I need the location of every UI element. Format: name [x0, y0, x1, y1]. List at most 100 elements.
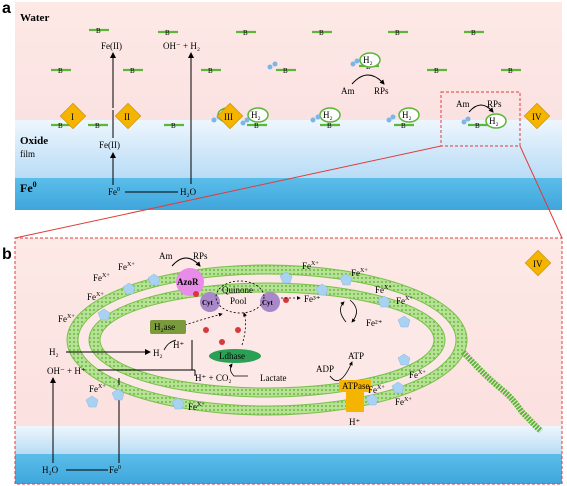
- cyt-right-label: Cyt: [262, 299, 274, 307]
- oh-h-label: OH⁻ + H⁺: [47, 366, 86, 376]
- rps-label-a: RPs: [374, 86, 389, 96]
- am-rps-arrow-a2: [468, 104, 494, 113]
- diamond-iv-b: IV: [524, 249, 552, 277]
- lactate-arrow: [228, 363, 248, 377]
- fe2-label: Fe²⁺: [366, 318, 383, 328]
- fe2-oxide-label: Fe(II): [99, 140, 120, 150]
- svg-text:H₂: H₂: [323, 110, 333, 120]
- svg-text:B: B: [434, 67, 439, 75]
- svg-text:FeX+: FeX+: [396, 296, 413, 306]
- ldhase-label: Ldhase: [219, 351, 245, 361]
- electrons: [193, 291, 289, 345]
- h-plus-label: H⁺: [173, 340, 184, 350]
- panel-b-letter: b: [2, 246, 12, 263]
- lactate-label: Lactate: [260, 373, 286, 383]
- svg-text:B: B: [327, 122, 332, 130]
- fe2-water-label: Fe(II): [101, 41, 122, 51]
- azor-label: AzoR: [177, 277, 199, 287]
- fe0-bottom-label: Fe0: [108, 187, 120, 197]
- svg-text:B: B: [171, 122, 176, 130]
- svg-text:B: B: [208, 67, 213, 75]
- azor-enzyme: [176, 268, 204, 296]
- fe0-b-label: Fe0: [109, 465, 121, 475]
- fe0-label: Fe0: [20, 180, 37, 195]
- h2o-b-label: H₂O: [42, 465, 59, 475]
- quinone-label: Quinone: [222, 285, 253, 295]
- roman-diamonds-a: I II III IV: [59, 102, 551, 130]
- fe3-label: Fe³⁺: [304, 294, 321, 304]
- film-label: film: [20, 149, 35, 159]
- cyt-left-label: Cyt: [202, 299, 214, 307]
- iron-layer-a: [15, 178, 562, 210]
- water-label: Water: [20, 12, 49, 24]
- svg-text:FeX+: FeX+: [87, 292, 104, 302]
- svg-text:FeX+: FeX+: [188, 402, 205, 412]
- flagellum: [460, 349, 543, 434]
- svg-text:FeX+: FeX+: [351, 268, 368, 278]
- h2ase-enzyme: [150, 320, 186, 334]
- h2ase-label: H₂ase: [154, 322, 175, 332]
- adp-atp-arrow: [329, 361, 353, 381]
- pool-label: Pool: [230, 296, 247, 306]
- panel-b: b IV AzoR Am RPs Cyt Cyt Quinone Pool: [2, 237, 563, 485]
- svg-text:FeX+: FeX+: [395, 397, 412, 407]
- am-label-a: Am: [341, 86, 355, 96]
- h2ase-arc: [163, 339, 177, 351]
- svg-text:FeX+: FeX+: [409, 370, 426, 380]
- svg-text:B: B: [243, 29, 248, 37]
- ldhase-enzyme: [209, 349, 261, 363]
- fe-cycle-arrow-1: [340, 301, 347, 323]
- h2-inner-label: H₂: [153, 348, 163, 358]
- svg-text:B: B: [395, 29, 400, 37]
- cyt-left: [200, 292, 220, 312]
- svg-text:FeX+: FeX+: [58, 314, 75, 324]
- svg-text:B: B: [58, 67, 63, 75]
- svg-text:B: B: [475, 122, 480, 130]
- zoom-box-a: [440, 91, 521, 147]
- fex-labels: FeX+ FeX+ FeX+ FeX+ FeX+ FeX+ FeX+ FeX+ …: [58, 261, 426, 412]
- svg-text:FeX+: FeX+: [89, 384, 106, 394]
- svg-text:B: B: [165, 29, 170, 37]
- atp-label: ATP: [348, 351, 364, 361]
- am-rps-arrow-b: [171, 257, 201, 267]
- zoom-connector-right: [519, 145, 563, 239]
- fex-label: FeX+: [118, 262, 135, 272]
- atpase-label: ATPase: [342, 381, 370, 391]
- svg-text:B: B: [130, 67, 135, 75]
- h2o-bottom-label: H₂O: [180, 187, 197, 197]
- svg-text:FeX+: FeX+: [368, 385, 385, 395]
- svg-text:H₂: H₂: [251, 110, 261, 120]
- fe-particles: [85, 271, 411, 410]
- diamond-i: I: [71, 112, 74, 122]
- h-plus-bottom-label: H⁺: [349, 417, 360, 427]
- adp-label: ADP: [316, 364, 334, 374]
- am-rps-arrow-a: [351, 74, 385, 85]
- svg-text:B: B: [471, 29, 476, 37]
- svg-text:B: B: [283, 67, 288, 75]
- water-layer-a: [15, 2, 562, 120]
- svg-text:H₂: H₂: [489, 116, 499, 126]
- rps-label-b: RPs: [193, 251, 208, 261]
- panel-a: a Water Oxide film Fe0 B B B B B B B B B…: [2, 0, 562, 210]
- bacteria-letter: B: [96, 27, 101, 35]
- panel-a-letter: a: [2, 0, 11, 17]
- zoom-box-b: [14, 237, 563, 485]
- diamond-iv: IV: [532, 112, 542, 122]
- cell-membrane: [66, 264, 468, 416]
- am-label-a2: Am: [456, 99, 470, 109]
- am-label-b: Am: [159, 251, 173, 261]
- oxide-layer-a: [15, 120, 562, 178]
- h-co2-label: H⁺ + CO₂: [195, 373, 231, 383]
- h2-label: H₂: [363, 55, 373, 65]
- zoom-connector-left: [14, 145, 442, 239]
- svg-text:B: B: [95, 122, 100, 130]
- svg-text:B: B: [254, 122, 259, 130]
- svg-text:FeX+: FeX+: [375, 285, 392, 295]
- svg-text:B: B: [508, 67, 513, 75]
- atpase-complex: [339, 380, 371, 412]
- quinone-pool-outline: [215, 280, 265, 314]
- rps-label-a2: RPs: [487, 99, 502, 109]
- bacteria-group-a: B B B B B B B B B B B B B B B B B B B B: [49, 27, 523, 130]
- oxide-layer-b: [15, 426, 562, 454]
- svg-text:B: B: [58, 122, 63, 130]
